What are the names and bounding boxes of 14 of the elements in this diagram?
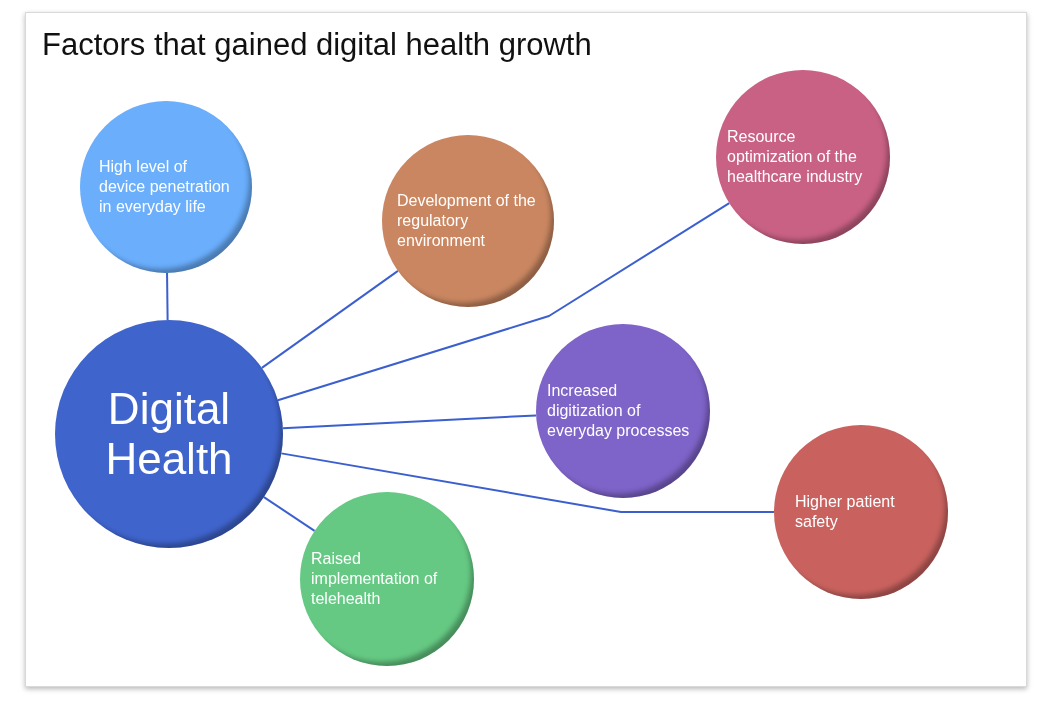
node-label: Digital Health — [104, 384, 234, 484]
connector-line — [276, 202, 731, 402]
connector-line — [280, 452, 775, 513]
node-label: Raised implementation of telehealth — [311, 549, 439, 609]
node-label: Development of the regulatory environment — [397, 191, 537, 251]
diagram-title: Factors that gained digital health growth — [42, 27, 592, 63]
node-label: Higher patient safety — [795, 492, 896, 532]
connector-line — [281, 414, 538, 430]
node-label: Resource optimization of the healthcare industry — [727, 127, 864, 187]
node-label: High level of device penetration in everyday life — [99, 157, 231, 217]
connector-line — [260, 269, 399, 369]
connector-line — [262, 496, 316, 532]
connector-line — [166, 272, 169, 321]
node-label: Increased digitization of everyday processes — [547, 381, 691, 441]
